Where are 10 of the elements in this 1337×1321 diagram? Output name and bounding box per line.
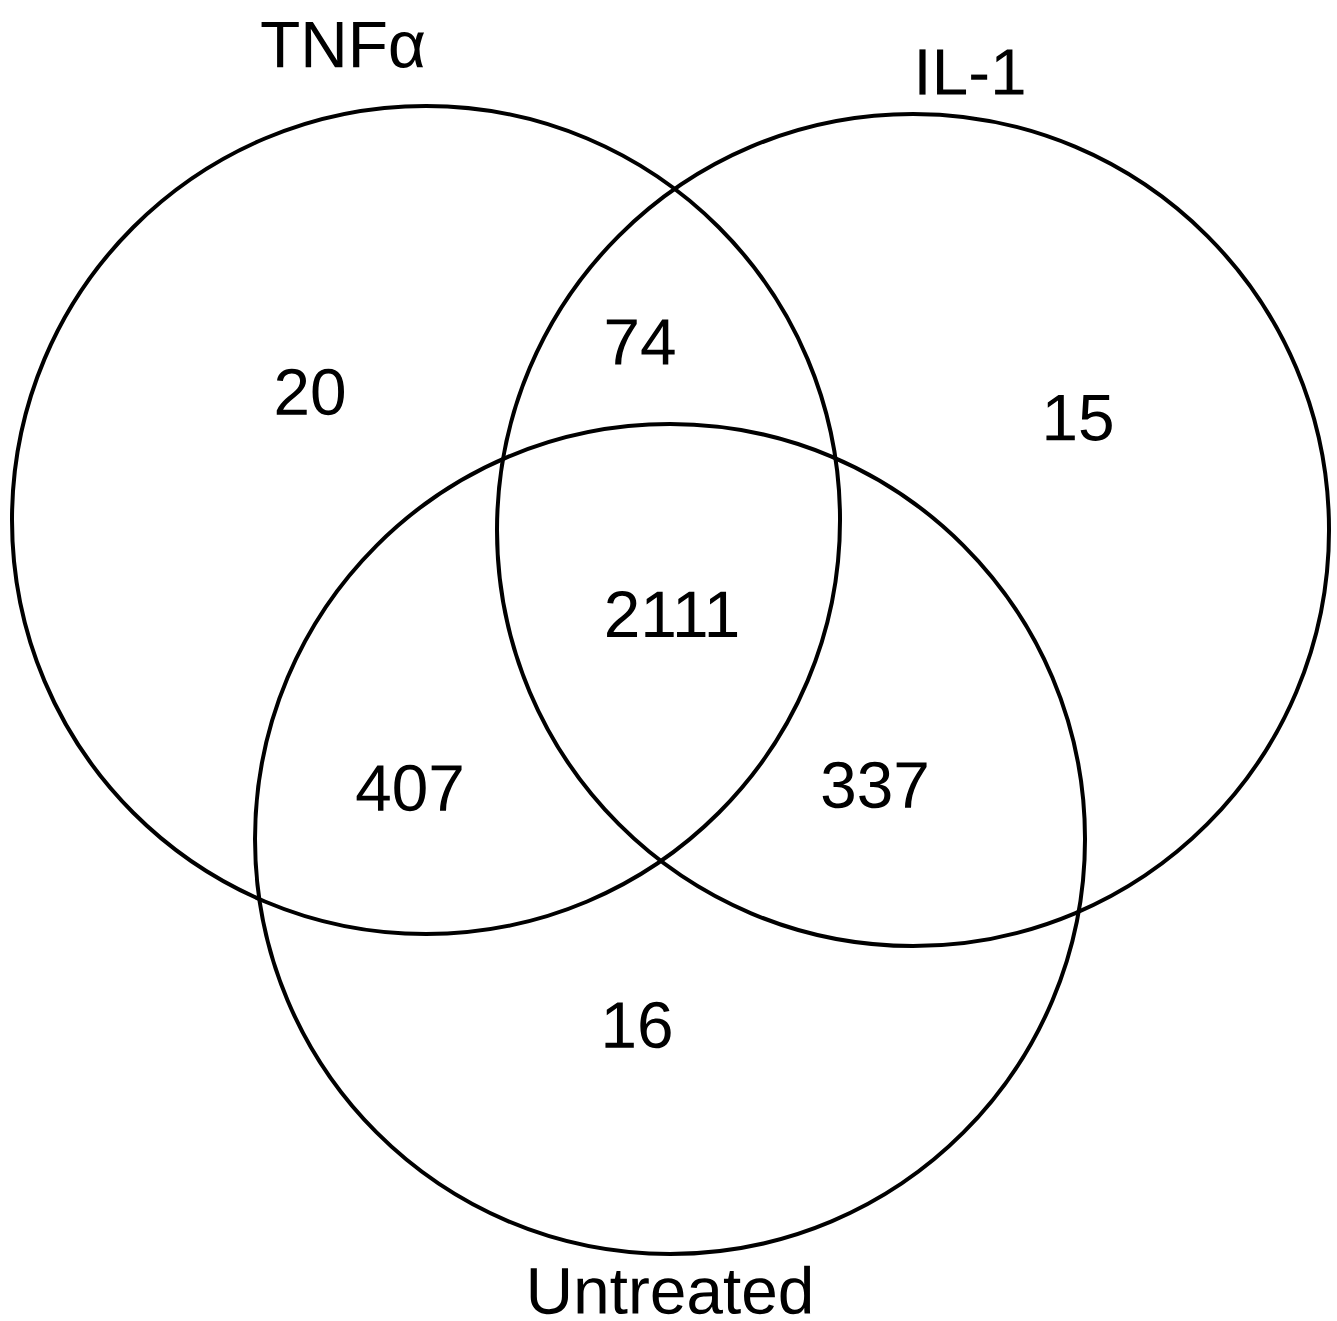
count-label: 16 (605, 1001, 671, 1049)
count-label: 337 (822, 761, 927, 809)
set-label: Untreated (530, 1265, 811, 1315)
count-label: 2111 (607, 591, 738, 637)
count-label: 20 (276, 368, 344, 416)
count-label: 407 (356, 764, 462, 812)
set-label: IL-1 (919, 49, 1024, 95)
count-label: 74 (606, 319, 675, 365)
count-label: 15 (1046, 395, 1112, 441)
set-label: TNFα (261, 22, 425, 68)
